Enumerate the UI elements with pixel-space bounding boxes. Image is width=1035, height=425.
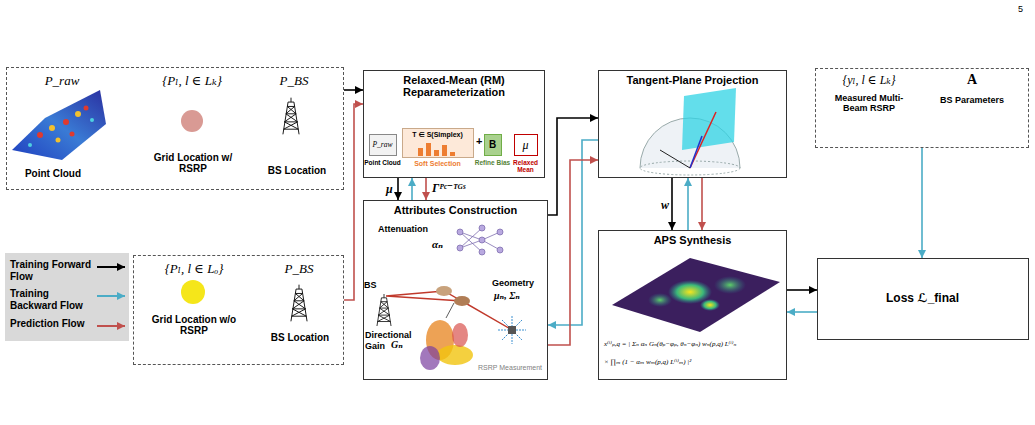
bs-tower [283, 98, 299, 135]
box-text: Relaxed Mean [511, 159, 541, 173]
box-text: P_BS [274, 261, 324, 277]
legend-line-sample [96, 261, 126, 273]
box-text: Measured Multi-Beam RSRP [830, 93, 908, 113]
flow-arrow [425, 178, 427, 200]
flow-arrow [397, 178, 399, 200]
box-text: P_BS [269, 73, 319, 89]
loss-box: Loss ℒ_final [817, 258, 1029, 340]
step-box: BRefine Bias [484, 134, 502, 156]
box-text: Loss ℒ_final [818, 291, 1027, 305]
legend-line-sample [96, 290, 126, 302]
box-text: {Pₗ, l ∈ Lₒ} [144, 261, 244, 277]
box-title: APS Synthesis [603, 234, 782, 246]
legend-line [97, 295, 125, 297]
box-text: {Pₗ, l ∈ Lₖ} [137, 73, 247, 89]
flow-arrow [548, 160, 598, 345]
flow-arrow [548, 118, 598, 215]
formula-line: × ∏ₘ (1 − αₘ wₘ(p,q) L⁽ⁱ⁾ₘ) |² [604, 358, 784, 366]
flow-arrow [411, 178, 413, 200]
step-box: P_rawPoint Cloud [369, 134, 397, 156]
input-group: {Pₗ, l ∈ Lₒ} P_BS Grid Location w/o RSRP BS… [133, 255, 344, 365]
attribute-label: RSRP Measurement [478, 364, 542, 371]
legend-text: Training Backward Flow [10, 288, 94, 311]
box-text: BS Parameters [932, 95, 1012, 105]
edge-label: μ [385, 182, 394, 197]
flow-arrow [787, 289, 817, 291]
math-symbol: μₙ, Σₙ [494, 290, 520, 301]
input-group: P_raw {Pₗ, l ∈ Lₖ} P_BS Point Cloud Grid Loc… [6, 67, 344, 190]
edge-label: Γᴾᶜ⁻ᵀᴳˢ [431, 181, 466, 196]
box-text: B [485, 139, 501, 150]
math-symbol: αₙ [432, 238, 443, 251]
attribute-label: Gain [365, 341, 385, 351]
math-symbol: Gₙ [391, 339, 403, 350]
input-group: {yₗ, l ∈ Lₖ} Measured Multi-Beam RSRP A BS … [815, 68, 1029, 148]
page-number: 5 [1018, 4, 1023, 14]
box-title: Relaxed-Mean (RM) Reparameterization [368, 74, 540, 98]
box-text: P_raw [37, 73, 87, 89]
attribute-label: Directional [365, 330, 412, 340]
edge-label: w [660, 198, 670, 213]
process-box: Relaxed-Mean (RM) ReparameterizationP_ra… [363, 70, 545, 178]
flow-arrow [548, 140, 598, 325]
flow-arrow [344, 104, 363, 300]
simplex-bars [402, 128, 474, 158]
flow-arrow [687, 178, 689, 230]
box-text: μ [515, 138, 537, 153]
box-text: P_raw [370, 140, 396, 149]
grid-dot [181, 280, 205, 304]
box-text: Point Cloud [13, 168, 93, 179]
legend-line [97, 325, 125, 327]
legend-ground [5, 253, 129, 341]
legend-line-sample [96, 320, 126, 332]
formula-line: x⁽ⁱ⁾ₚ,q = | Σₙ αₙ Gₙ(θₚ−φₚ, θₙ−φₙ) wₙ(p,… [604, 340, 784, 348]
box-text: {yₗ, l ∈ Lₖ} [824, 73, 914, 88]
step-box: μRelaxed Mean [514, 134, 538, 156]
box-text: BS Location [257, 165, 337, 176]
box-text: Point Cloud [361, 159, 405, 166]
box-text: A [942, 72, 1002, 88]
legend-text: Training Forward Flow [10, 259, 94, 282]
box-title: Attributes Construction [368, 204, 543, 216]
flow-arrow [701, 178, 703, 230]
flow-arrow [787, 311, 817, 313]
legend-line [97, 266, 125, 268]
attributes-illustration [377, 225, 526, 370]
operator-sign: + [476, 135, 482, 147]
tangent-sphere [640, 88, 740, 175]
box-text: T ∈ S(Simplex) [403, 131, 473, 139]
box-text: BS Location [260, 332, 340, 343]
flow-arrow [671, 178, 673, 230]
grid-dot [181, 110, 203, 132]
box-text: Grid Location w/ RSRP [147, 152, 239, 174]
step-box: T ∈ S(Simplex)Soft Selection [402, 128, 474, 158]
bs-tower [291, 285, 307, 322]
process-box: Tangent-Plane Projection [598, 70, 787, 178]
attribute-label: Attenuation [378, 224, 428, 234]
point-cloud [12, 90, 106, 160]
box-text: Refine Bias [472, 159, 514, 166]
box-text: Grid Location w/o RSRP [144, 314, 244, 336]
attribute-label: BS [364, 280, 377, 290]
box-text: Soft Selection [403, 160, 473, 167]
process-box: APS Synthesis [598, 230, 787, 380]
box-title: Tangent-Plane Projection [603, 74, 782, 86]
flow-arrow [344, 89, 363, 91]
legend-text: Prediction Flow [10, 318, 94, 330]
attribute-label: Geometry [492, 278, 534, 288]
flow-arrow [921, 148, 923, 258]
aps-surface [612, 258, 780, 332]
